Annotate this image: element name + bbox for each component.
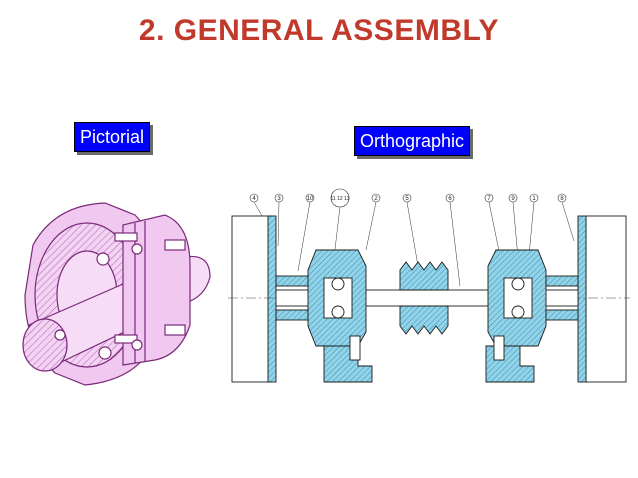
orthographic-label: Orthographic [354,126,471,156]
base-bolt [349,335,361,361]
balloon-2: 2 [374,196,378,202]
pictorial-label: Pictorial [74,122,151,152]
balloon-8: 8 [560,196,564,202]
balloon-7: 7 [487,196,491,202]
balloon-4: 4 [252,196,256,202]
slide-title: 2. GENERAL ASSEMBLY [138,14,500,47]
shaft-end [22,318,68,372]
right-coupling [585,215,627,383]
right-base [485,345,535,383]
base-bolt [493,335,505,361]
balloon-3: 3 [277,196,281,202]
balloon-11-12-13: 11 12 13 [330,196,349,202]
balloon-9: 9 [511,196,515,202]
orthographic-drawing: 4 3 10 11 12 13 2 5 6 7 9 1 8 [228,188,630,383]
bolt [114,334,138,344]
bellows-spring [399,261,449,335]
pictorial-drawing [22,202,211,386]
balloon-1: 1 [532,196,536,202]
left-base [323,345,373,383]
left-coupling [231,215,273,383]
balloon-10: 10 [307,196,314,202]
balloon-6: 6 [448,196,452,202]
balloon-5: 5 [405,196,409,202]
right-bearing [511,277,525,319]
bolt [114,232,138,242]
left-bearing [331,277,345,319]
